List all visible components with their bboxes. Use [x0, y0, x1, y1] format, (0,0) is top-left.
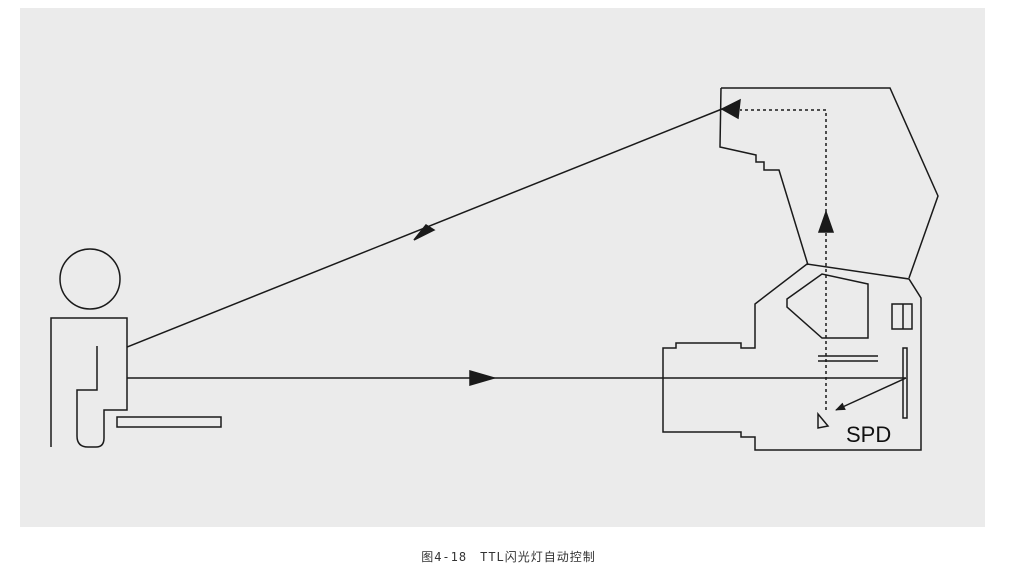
flash-head-outline [719, 87, 939, 279]
film-reflection-ray [835, 377, 907, 411]
prism-window [786, 273, 869, 339]
flash-direction-arrow [413, 224, 436, 241]
camera-outline [662, 263, 922, 451]
film-plane [902, 347, 908, 419]
spd-feedback-path [740, 109, 827, 410]
spd-label: SPD [846, 422, 891, 447]
viewfinder-eyepiece [891, 303, 913, 330]
subject-figure [50, 248, 222, 448]
figure-caption: 图4-18 TTL闪光灯自动控制 [421, 550, 596, 564]
diagram-panel [20, 8, 985, 527]
flash-unit [719, 87, 939, 279]
light-paths [126, 98, 907, 411]
return-direction-arrow [469, 370, 497, 386]
flash-source-arrow [720, 98, 741, 120]
subject-arm [116, 416, 222, 428]
feedback-up-arrow [817, 209, 835, 233]
subject-head [59, 248, 121, 310]
camera-body [662, 263, 922, 451]
subject-body [50, 317, 128, 448]
spd-sensor [817, 411, 830, 429]
